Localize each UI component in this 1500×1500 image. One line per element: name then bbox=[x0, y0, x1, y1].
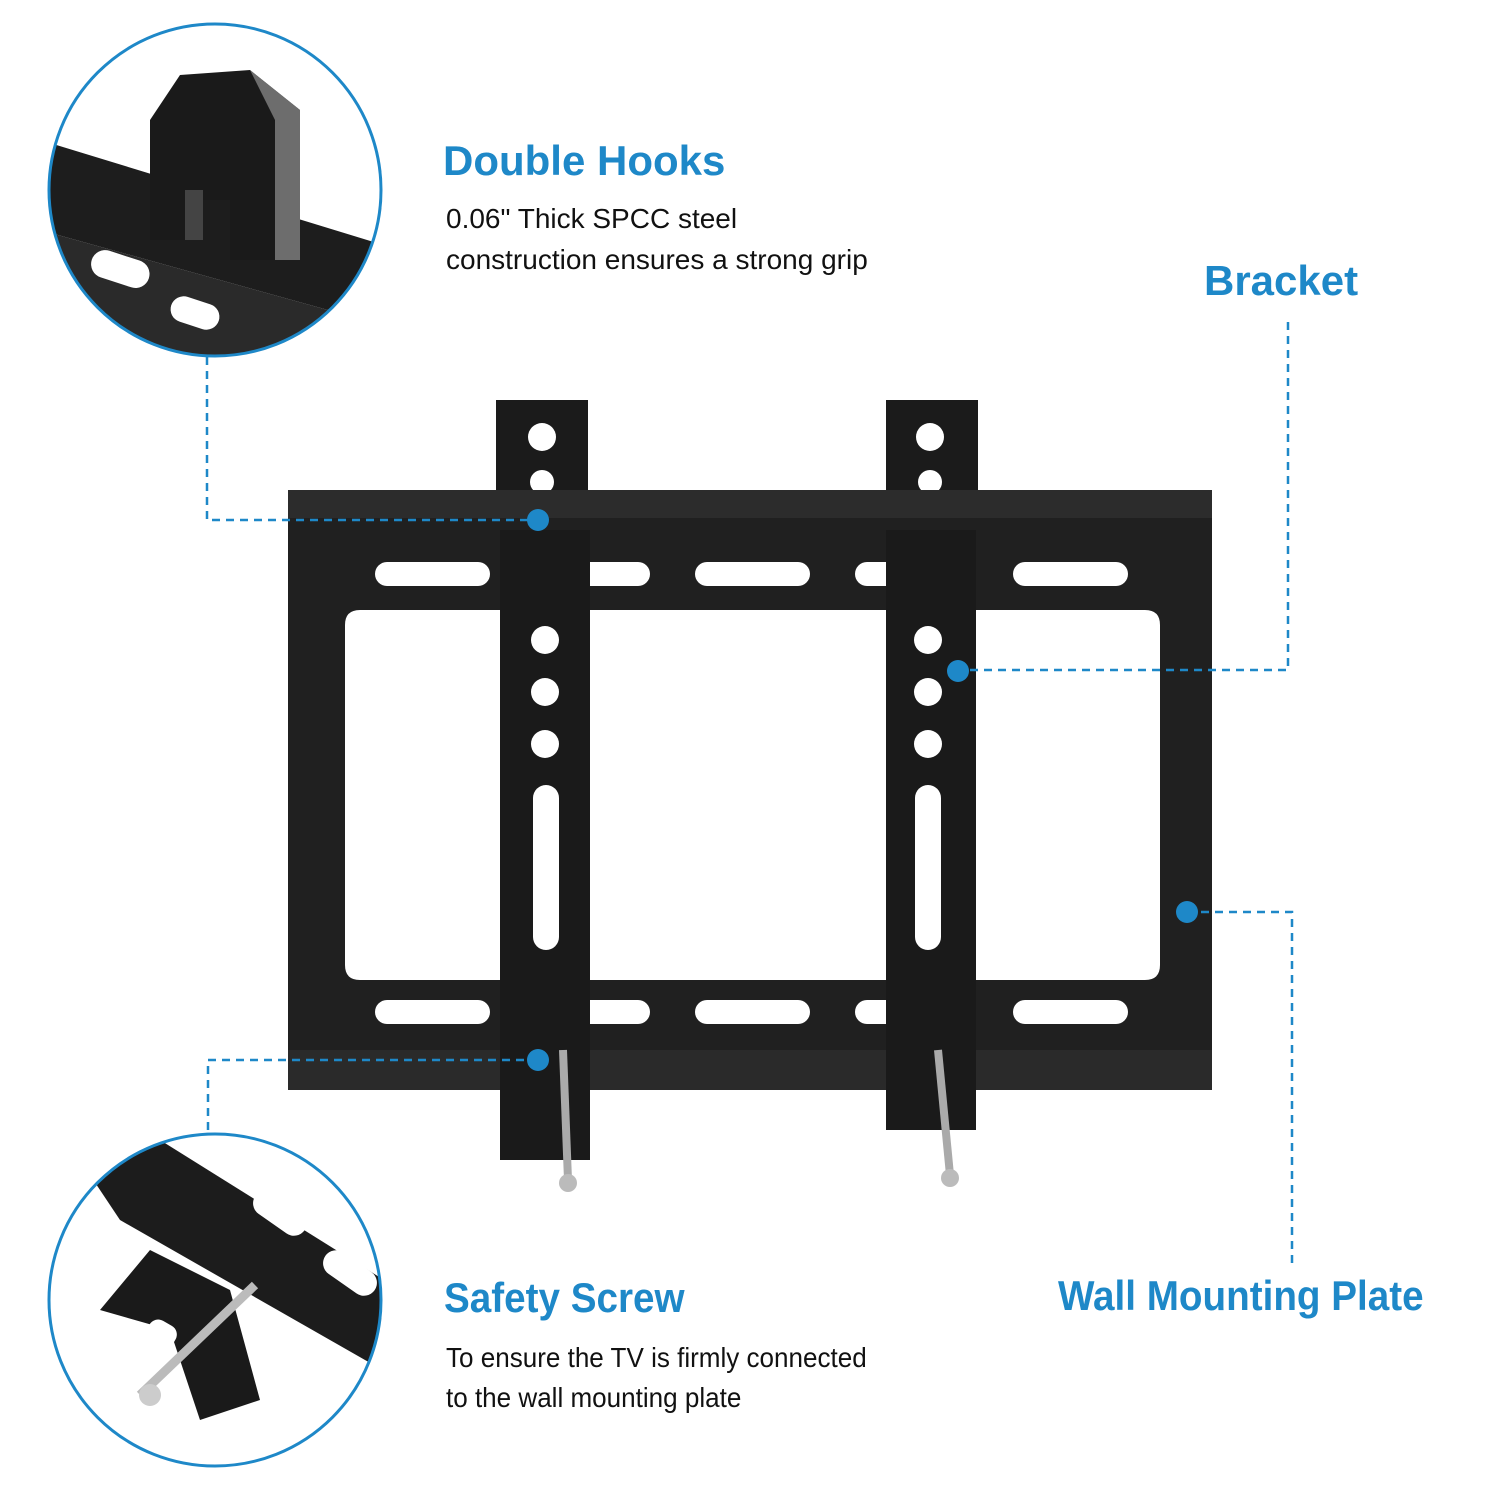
wall-plate-marker-dot bbox=[1176, 901, 1198, 923]
safety-screw-marker-dot bbox=[527, 1049, 549, 1071]
wall-plate-title: Wall Mounting Plate bbox=[1058, 1272, 1424, 1319]
safety-screw-desc-line2: to the wall mounting plate bbox=[446, 1382, 742, 1413]
safety-screw-desc-line1: To ensure the TV is firmly connected bbox=[446, 1342, 867, 1373]
double-hooks-title: Double Hooks bbox=[443, 137, 726, 184]
detail-circle-border bbox=[47, 1132, 383, 1468]
bracket-title: Bracket bbox=[1204, 257, 1359, 304]
callout-leader-lines bbox=[205, 322, 1294, 1268]
safety-screw-detail-image bbox=[47, 1132, 383, 1468]
double-hooks-detail-image bbox=[47, 22, 383, 358]
detail-circle-border bbox=[47, 22, 383, 358]
wall-mount-image bbox=[288, 400, 1212, 1192]
double-hooks-marker-dot bbox=[527, 509, 549, 531]
bracket-marker-dot bbox=[947, 660, 969, 682]
double-hooks-desc-line1: 0.06" Thick SPCC steel bbox=[446, 203, 738, 234]
double-hooks-desc-line2: construction ensures a strong grip bbox=[446, 244, 868, 275]
safety-screw-title: Safety Screw bbox=[444, 1274, 685, 1321]
